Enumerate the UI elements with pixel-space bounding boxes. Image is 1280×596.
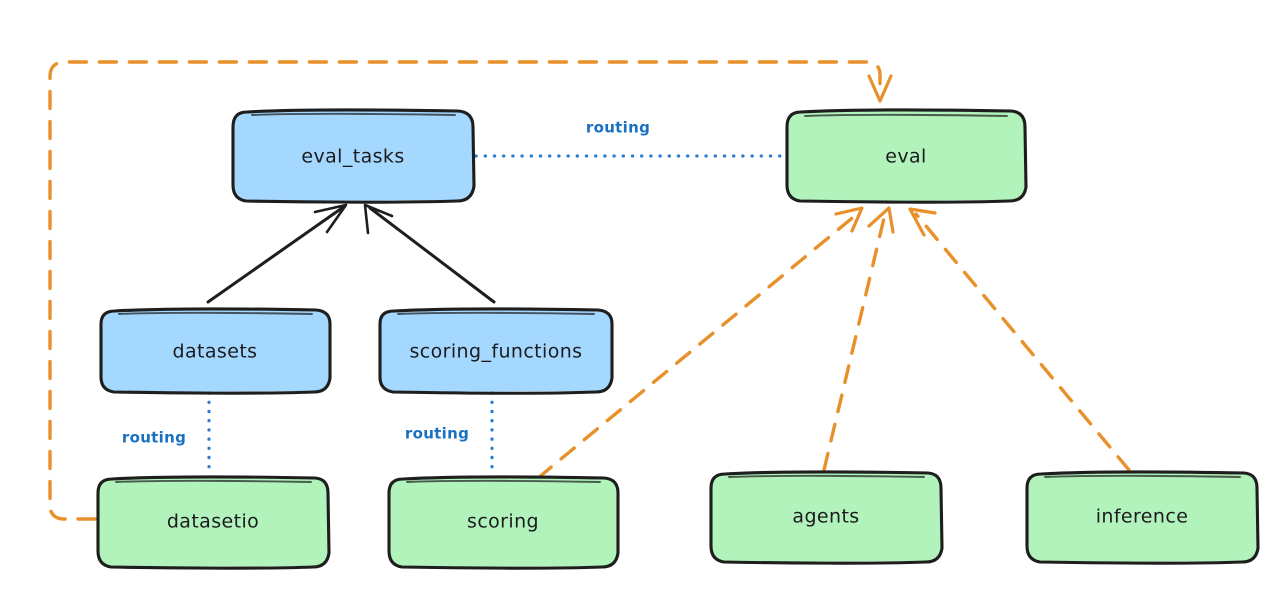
node-label-agents: agents [792,506,859,528]
node-label-datasetio: datasetio [167,511,259,533]
edge-scoring-to-eval [536,206,864,480]
edge-datasetio-to-eval [48,60,893,521]
node-agents[interactable]: agents [709,470,944,565]
node-datasetio[interactable]: datasetio [96,475,331,570]
node-label-datasets: datasets [173,341,258,363]
edge-label-routing-datasets: routing [122,429,186,447]
node-label-eval-tasks: eval_tasks [301,146,404,168]
node-scoring[interactable]: scoring [387,475,620,570]
node-label-scoring-functions: scoring_functions [410,341,583,363]
node-scoring-functions[interactable]: scoring_functions [378,307,614,395]
node-datasets[interactable]: datasets [99,307,332,395]
edge-agents-to-eval [822,206,895,472]
edge-datasets-to-eval-tasks [206,203,348,304]
node-eval[interactable]: eval [785,108,1028,204]
node-inference[interactable]: inference [1025,470,1260,565]
edge-label-routing-scoring: routing [405,425,469,443]
node-label-inference: inference [1096,506,1189,528]
edge-label-routing-eval: routing [586,119,650,137]
node-eval-tasks[interactable]: eval_tasks [231,108,476,204]
edge-inference-to-eval [908,207,1131,472]
node-label-scoring: scoring [467,511,539,533]
node-label-eval: eval [885,146,926,168]
edge-scoring-functions-to-eval-tasks [363,203,496,304]
